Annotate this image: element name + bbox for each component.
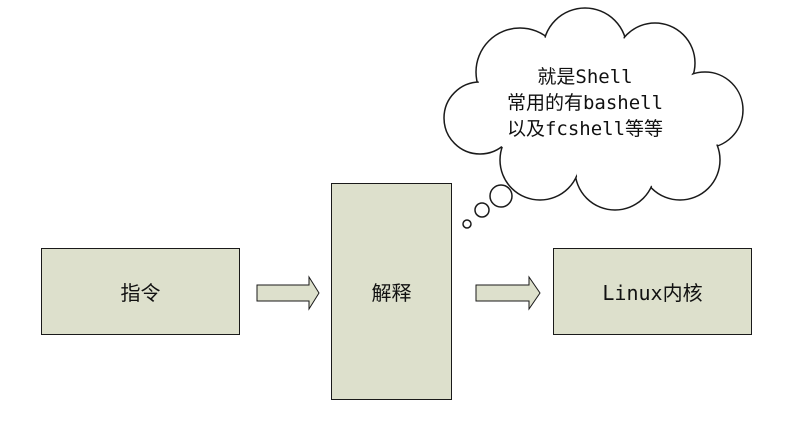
interpret-label: 解释 bbox=[371, 281, 412, 305]
cloud-shape bbox=[443, 7, 744, 211]
thought-bubble-medium bbox=[474, 202, 490, 218]
cloud-line-3: 以及fcshell等等 bbox=[506, 118, 664, 140]
command-label: 指令 bbox=[120, 281, 161, 305]
thought-bubble-large bbox=[489, 184, 513, 208]
arrow-command-to-interpret bbox=[256, 275, 320, 311]
cloud-line-2: 常用的有bashell bbox=[506, 92, 664, 114]
thought-cloud bbox=[443, 7, 744, 229]
command-box: 指令 bbox=[41, 248, 240, 335]
thought-bubble-small bbox=[462, 219, 472, 229]
kernel-label: Linux内核 bbox=[602, 281, 703, 305]
cloud-line-1: 就是Shell bbox=[537, 66, 633, 88]
cloud-text: 就是Shell 常用的有bashell 以及fcshell等等 bbox=[470, 64, 700, 142]
arrow-interpret-to-kernel bbox=[475, 275, 541, 311]
interpret-box: 解释 bbox=[331, 183, 452, 400]
kernel-box: Linux内核 bbox=[553, 248, 752, 335]
